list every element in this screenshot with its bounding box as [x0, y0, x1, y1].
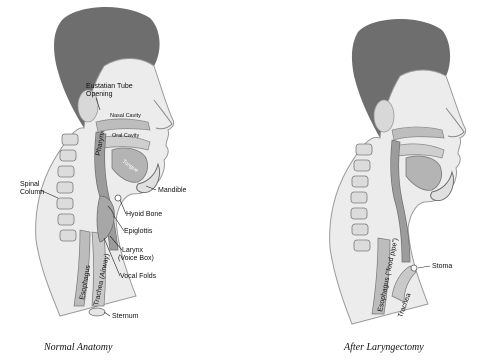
label-hyoid-bone: Hyoid Bone [126, 211, 162, 218]
label-stoma: Stoma [432, 263, 452, 270]
label-spinal-line1: Spinal [20, 181, 40, 188]
label-eustachian-line1: Eustatian Tube [86, 83, 133, 90]
label-mandible: Mandible [158, 187, 187, 194]
label-vocal-folds: Vocal Folds [120, 273, 157, 280]
caption-after-laryngectomy: After Laryngectomy [343, 342, 424, 353]
label-eustachian-line2: Opening [86, 91, 113, 98]
label-nasal-cavity: Nasal Cavity [110, 113, 141, 119]
label-larynx-line2: (Voice Box) [118, 255, 154, 262]
label-epiglottis: Epiglottis [124, 228, 153, 235]
caption-normal-anatomy: Normal Anatomy [43, 342, 113, 353]
stoma [411, 265, 417, 271]
label-oral-cavity: Oral Cavity [112, 133, 139, 139]
ear-right [374, 100, 394, 132]
sternum-left [89, 308, 105, 316]
label-sternum: Sternum [112, 313, 139, 320]
after-laryngectomy-illustration [330, 19, 466, 324]
label-larynx-line1: Larynx [122, 247, 144, 254]
